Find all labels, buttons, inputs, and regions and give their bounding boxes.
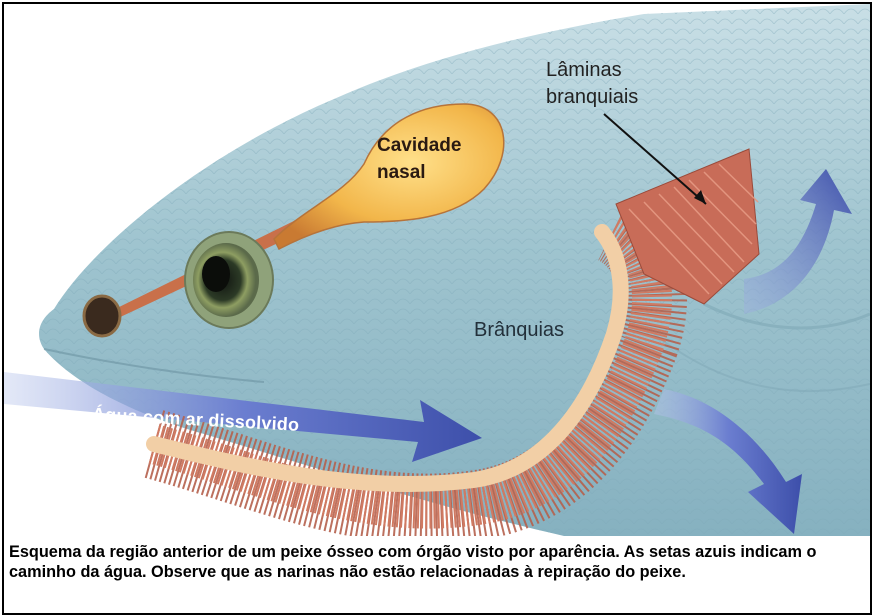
label-nasal-line2: nasal: [377, 162, 426, 183]
lamellae-pointer-line: [603, 113, 707, 205]
nasal-cavity: [273, 103, 505, 251]
water-arrow-out-up: [744, 169, 852, 314]
water-arrow-in: [4, 372, 482, 462]
label-gills: Brânquias: [474, 319, 565, 341]
figure-caption: Esquema da região anterior de um peixe ó…: [9, 543, 817, 581]
label-nasal-line1: Cavidade: [377, 135, 462, 156]
label-lamellae-line2: branquiais: [546, 86, 639, 108]
gill-arch: [144, 197, 687, 536]
gill-lamellae: [615, 148, 760, 305]
nostril: [82, 294, 122, 338]
label-lamellae-line1: Lâminas: [546, 59, 622, 81]
water-arrow-out-down: [654, 389, 802, 534]
label-nasal-cavity: Cavidade nasal: [377, 132, 461, 186]
fish-illustration: [4, 4, 870, 536]
label-gill-lamellae: Lâminas branquiais: [546, 57, 638, 111]
eye: [184, 231, 274, 329]
